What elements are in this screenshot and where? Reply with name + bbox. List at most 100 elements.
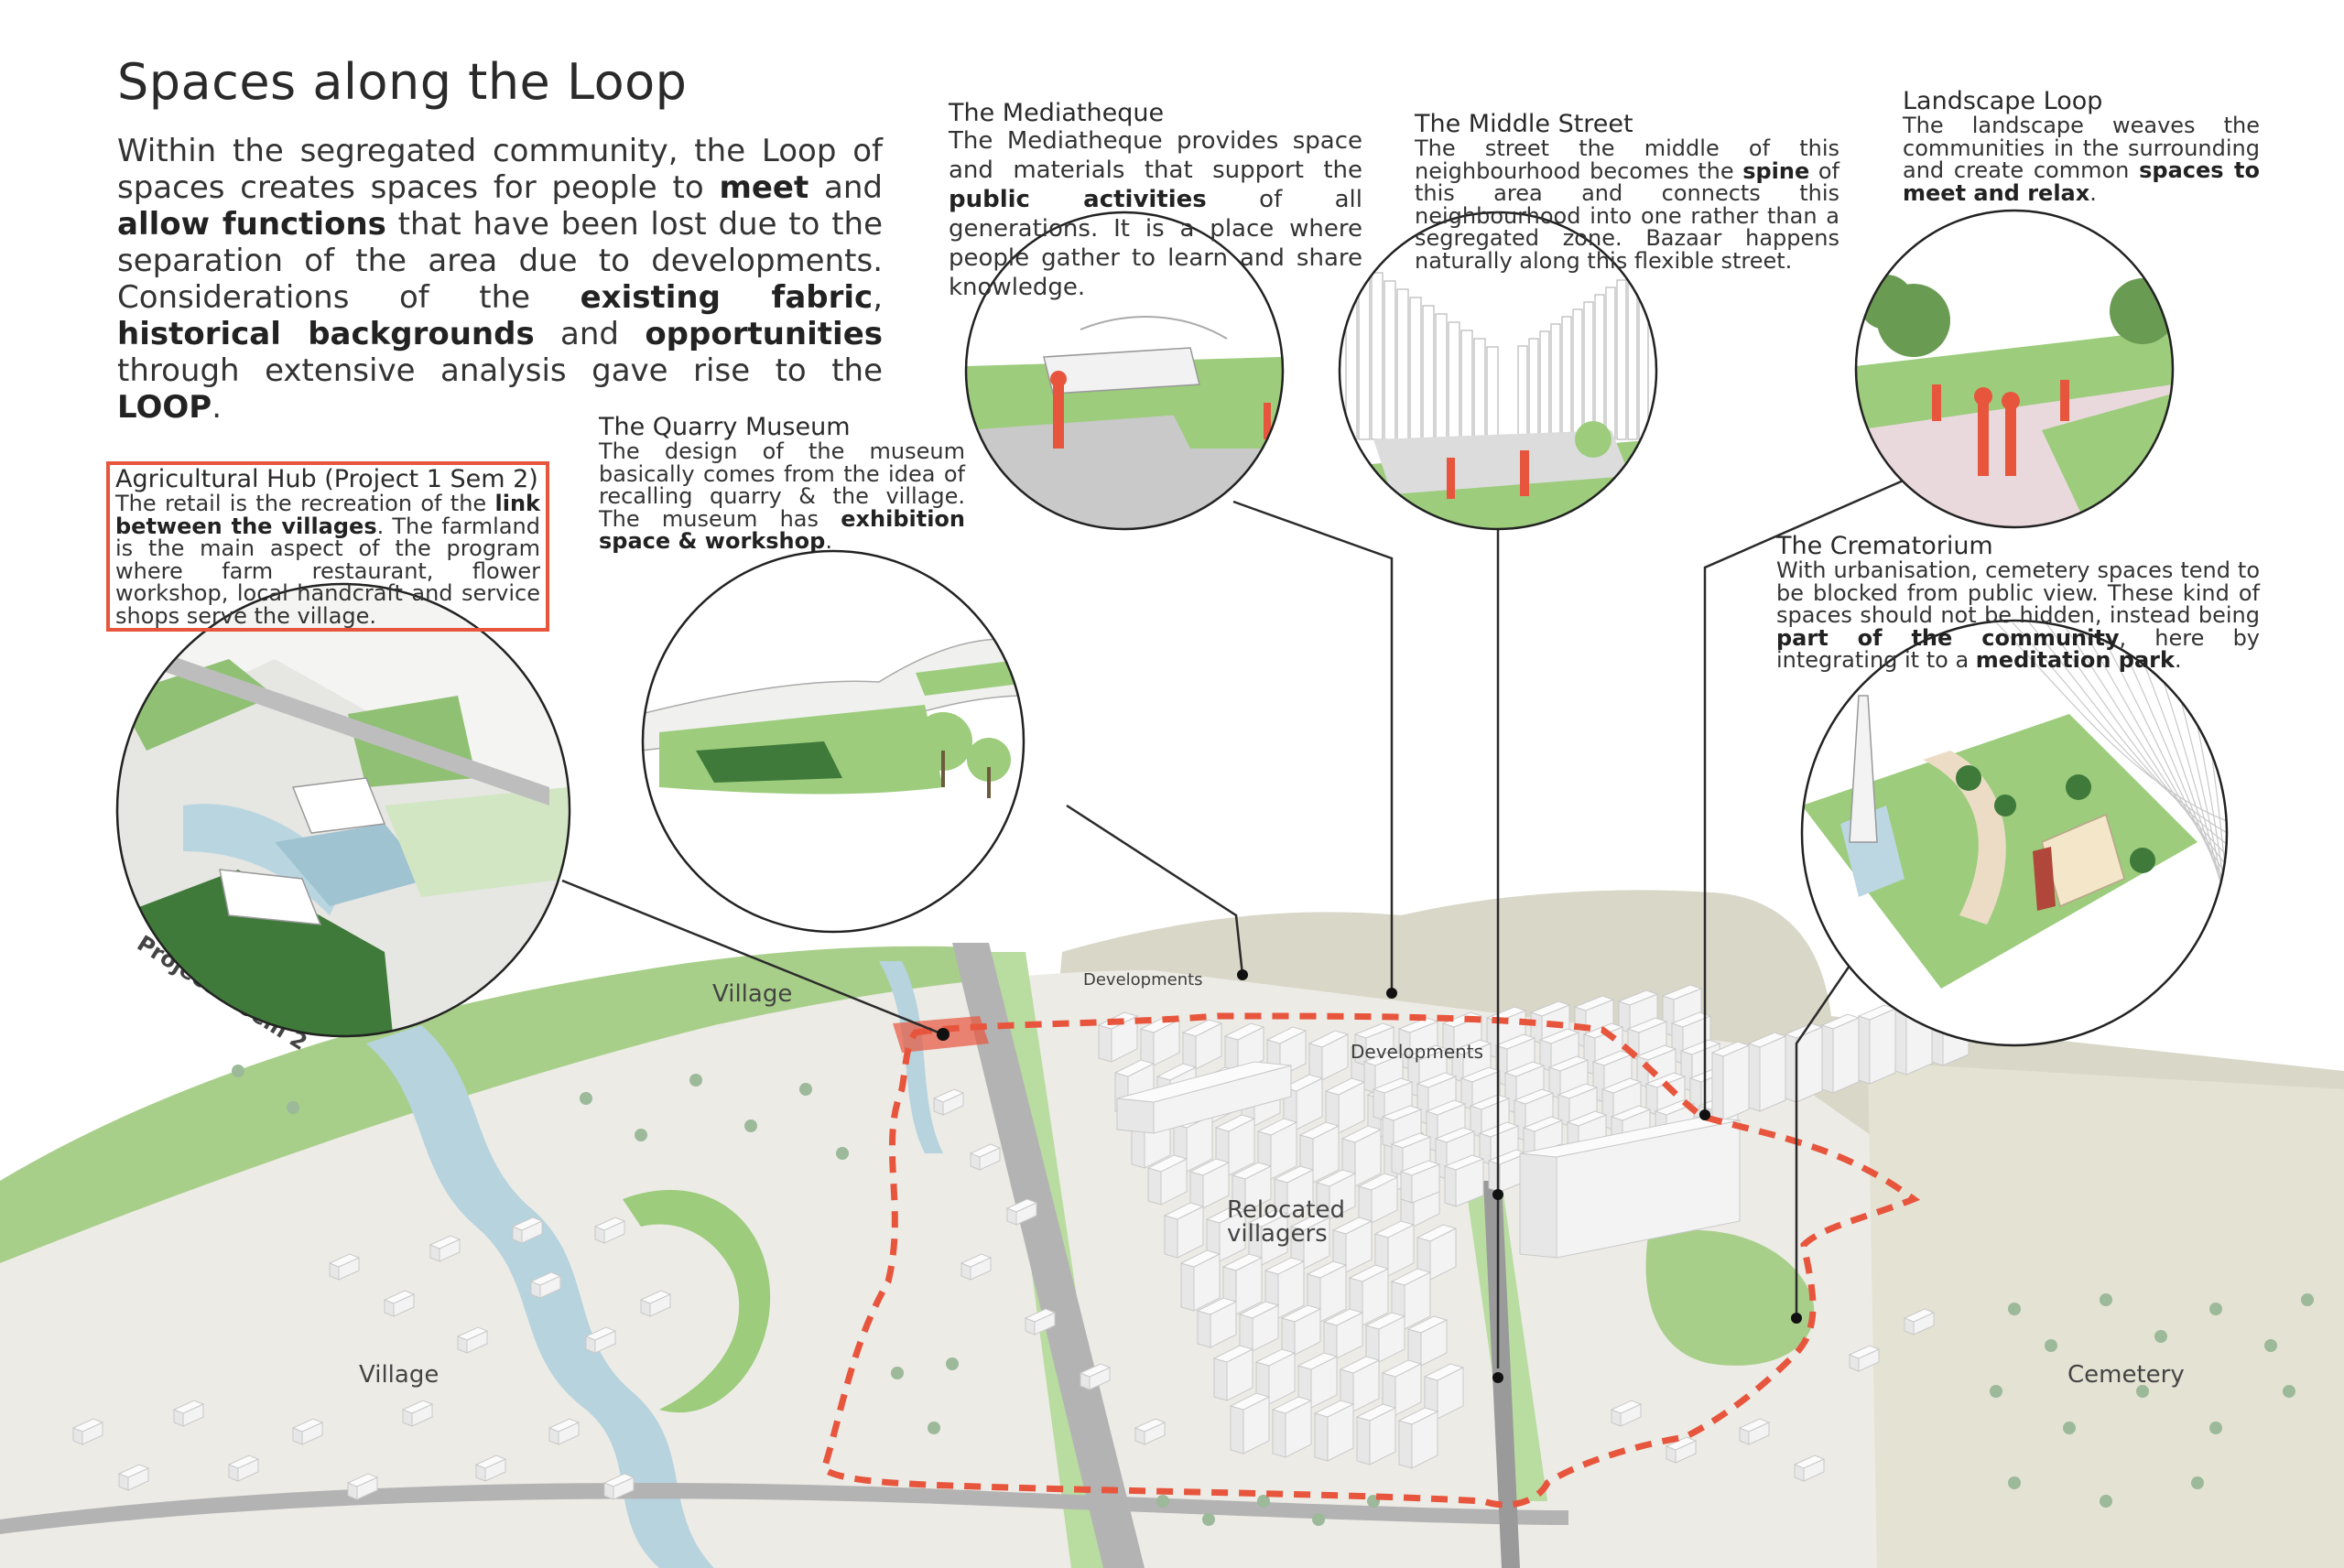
tree-icon — [744, 1119, 757, 1132]
body-text: . — [825, 528, 832, 554]
emphasis-text: part of the community — [1776, 624, 2120, 651]
building-block — [1229, 1392, 1271, 1454]
building-blocks — [71, 984, 1970, 1500]
leader-lines — [561, 474, 1915, 1368]
building-block — [1519, 1116, 1741, 1259]
label-developments-north: Developments — [1083, 970, 1203, 989]
building-block — [383, 1290, 416, 1317]
body-text: The design of the museum basically comes… — [599, 438, 965, 532]
callout-description: The retail is the recreation of the link… — [115, 492, 540, 627]
vignette-crematorium — [1800, 619, 2229, 1047]
building-block — [1364, 1312, 1406, 1363]
emphasis-text: allow functions — [117, 206, 386, 243]
tree-icon — [1257, 1495, 1270, 1508]
tree-icon — [1156, 1495, 1169, 1508]
tree-icon — [2100, 1293, 2112, 1306]
building-block — [456, 1326, 489, 1354]
building-block — [1179, 1249, 1221, 1312]
body-text: that have been lost due to the separatio… — [117, 206, 883, 316]
agricultural-hub-highlight-box — [106, 461, 549, 632]
building-block — [511, 1217, 544, 1244]
body-text: The landscape weaves the communities in … — [1903, 113, 2260, 183]
scattered-trees — [232, 1065, 2314, 1526]
callout-description: The Mediatheque provides space and mater… — [949, 126, 1362, 302]
building-block — [1181, 1019, 1223, 1070]
building-block — [1793, 1454, 1826, 1482]
tree-icon — [2209, 1303, 2222, 1315]
building-block — [593, 1217, 626, 1244]
building-block — [639, 1290, 672, 1317]
tree-icon — [836, 1147, 849, 1160]
emphasis-text: meet — [719, 169, 809, 206]
building-block — [1710, 1041, 1751, 1121]
crematorium-park — [1645, 1229, 1815, 1366]
vignette-mediatheque — [964, 211, 1285, 531]
emphasis-text: existing fabric — [580, 279, 874, 316]
emphasis-text: public activities — [949, 186, 1207, 213]
building-block — [1146, 1154, 1188, 1206]
label-cemetery: Cemetery — [2067, 1361, 2185, 1389]
building-block — [346, 1473, 379, 1500]
callout-title: The Crematorium — [1776, 532, 1993, 560]
building-block — [1134, 1418, 1167, 1445]
tree-icon — [2301, 1293, 2314, 1306]
body-text: . — [2174, 647, 2182, 673]
building-block — [1857, 1004, 1897, 1085]
road-main — [952, 943, 1145, 1568]
building-block — [1406, 1315, 1449, 1367]
leader-agricultural-hub — [561, 879, 944, 1036]
building-block — [1280, 1304, 1322, 1356]
emphasis-text: opportunities — [645, 316, 883, 352]
building-block — [172, 1400, 205, 1427]
building-block — [1331, 1217, 1373, 1273]
emphasis-text: spine — [1742, 157, 1810, 184]
vignette-agricultural-hub — [115, 582, 571, 1038]
building-block — [1738, 1418, 1771, 1445]
page-title: Spaces along the Loop — [117, 53, 688, 111]
building-block — [1247, 1209, 1289, 1266]
tree-icon — [2100, 1495, 2112, 1508]
building-block — [1005, 1198, 1038, 1226]
building-block — [1399, 1160, 1441, 1204]
callout-quarry-museum: The Quarry Museum The design of the muse… — [599, 415, 965, 553]
callout-description: The landscape weaves the communities in … — [1903, 114, 2260, 204]
building-block — [1308, 1030, 1350, 1081]
tree-icon — [635, 1129, 647, 1141]
callout-title: The Mediatheque — [949, 99, 1165, 127]
building-block — [932, 1088, 965, 1116]
building-block — [1416, 1224, 1458, 1281]
building-block — [960, 1253, 993, 1281]
leader-mediatheque — [1232, 500, 1394, 993]
building-block — [1355, 1403, 1397, 1465]
tree-icon — [928, 1422, 940, 1434]
building-block — [1397, 1407, 1439, 1469]
tree-icon — [799, 1083, 812, 1096]
body-text: The retail is the recreation of the — [115, 491, 495, 516]
callout-title: The Quarry Museum — [599, 413, 851, 441]
tree-icon — [946, 1357, 959, 1370]
tree-icon — [232, 1065, 244, 1077]
body-text: through extensive analysis gave rise to … — [117, 352, 883, 389]
loop-route — [819, 1012, 1921, 1509]
building-block — [1024, 1308, 1057, 1336]
building-block — [1357, 1173, 1399, 1224]
building-block — [1223, 1022, 1265, 1074]
tree-icon — [2264, 1339, 2277, 1352]
building-block — [1373, 1220, 1416, 1277]
building-block — [1313, 1400, 1355, 1462]
building-block — [1231, 1162, 1273, 1213]
body-text: , — [873, 279, 883, 316]
building-block — [548, 1418, 581, 1445]
callout-mediatheque: The Mediatheque The Mediatheque provides… — [949, 101, 1362, 302]
vignette-landscape-loop — [1854, 209, 2175, 529]
callout-landscape-loop: Landscape Loop The landscape weaves the … — [1903, 89, 2260, 204]
tree-icon — [2008, 1303, 2021, 1315]
building-block — [1273, 1165, 1315, 1217]
callout-description: With urbanisation, cemetery spaces tend … — [1776, 559, 2260, 672]
callout-title: Agricultural Hub (Project 1 Sem 2) — [115, 465, 538, 493]
body-text: . — [2089, 179, 2097, 206]
leader-crematorium — [1795, 965, 1851, 1318]
body-text: and — [534, 316, 646, 352]
